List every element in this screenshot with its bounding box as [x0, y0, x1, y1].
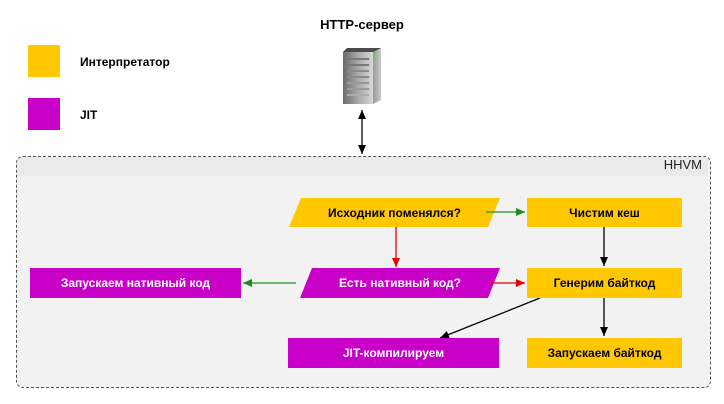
server-icon: [339, 48, 383, 106]
server-title: HTTP-сервер: [320, 17, 404, 32]
hhvm-frame-header: [17, 157, 708, 176]
hhvm-frame-label: HHVM: [663, 157, 702, 172]
process-run-native: Запускаем нативный код: [30, 268, 241, 298]
decision-source-changed: Исходник поменялся?: [328, 205, 461, 220]
decision-has-native: Есть нативный код?: [339, 276, 461, 290]
arrow-generate-to-jit: [439, 297, 541, 339]
process-run-bytecode: Запускаем байткод: [527, 338, 682, 368]
legend-label-interpreter: Интерпретатор: [80, 55, 170, 69]
legend-swatch-interpreter: [28, 45, 60, 77]
legend-label-jit: JIT: [80, 108, 98, 122]
process-jit-compile: JIT-компилируем: [288, 338, 499, 368]
process-clear-cache: Чистим кеш: [527, 198, 682, 227]
process-generate-bytecode: Генерим байткод: [527, 268, 682, 298]
legend-swatch-jit: [28, 98, 60, 130]
decision-has-native-shape: [300, 268, 500, 298]
decision-source-changed-shape: [289, 198, 500, 227]
